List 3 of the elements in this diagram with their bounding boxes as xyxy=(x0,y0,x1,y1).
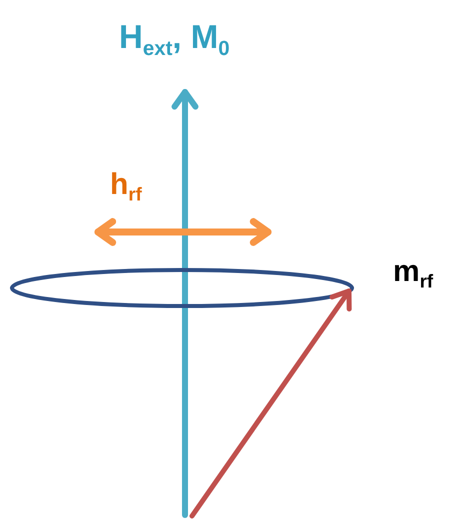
vector-label: m$_{rf}$ xyxy=(393,257,434,292)
vector-label: H$_{ext}$, M$_{0}$ xyxy=(119,20,230,60)
vector-label: h$_{rf}$ xyxy=(110,170,142,204)
